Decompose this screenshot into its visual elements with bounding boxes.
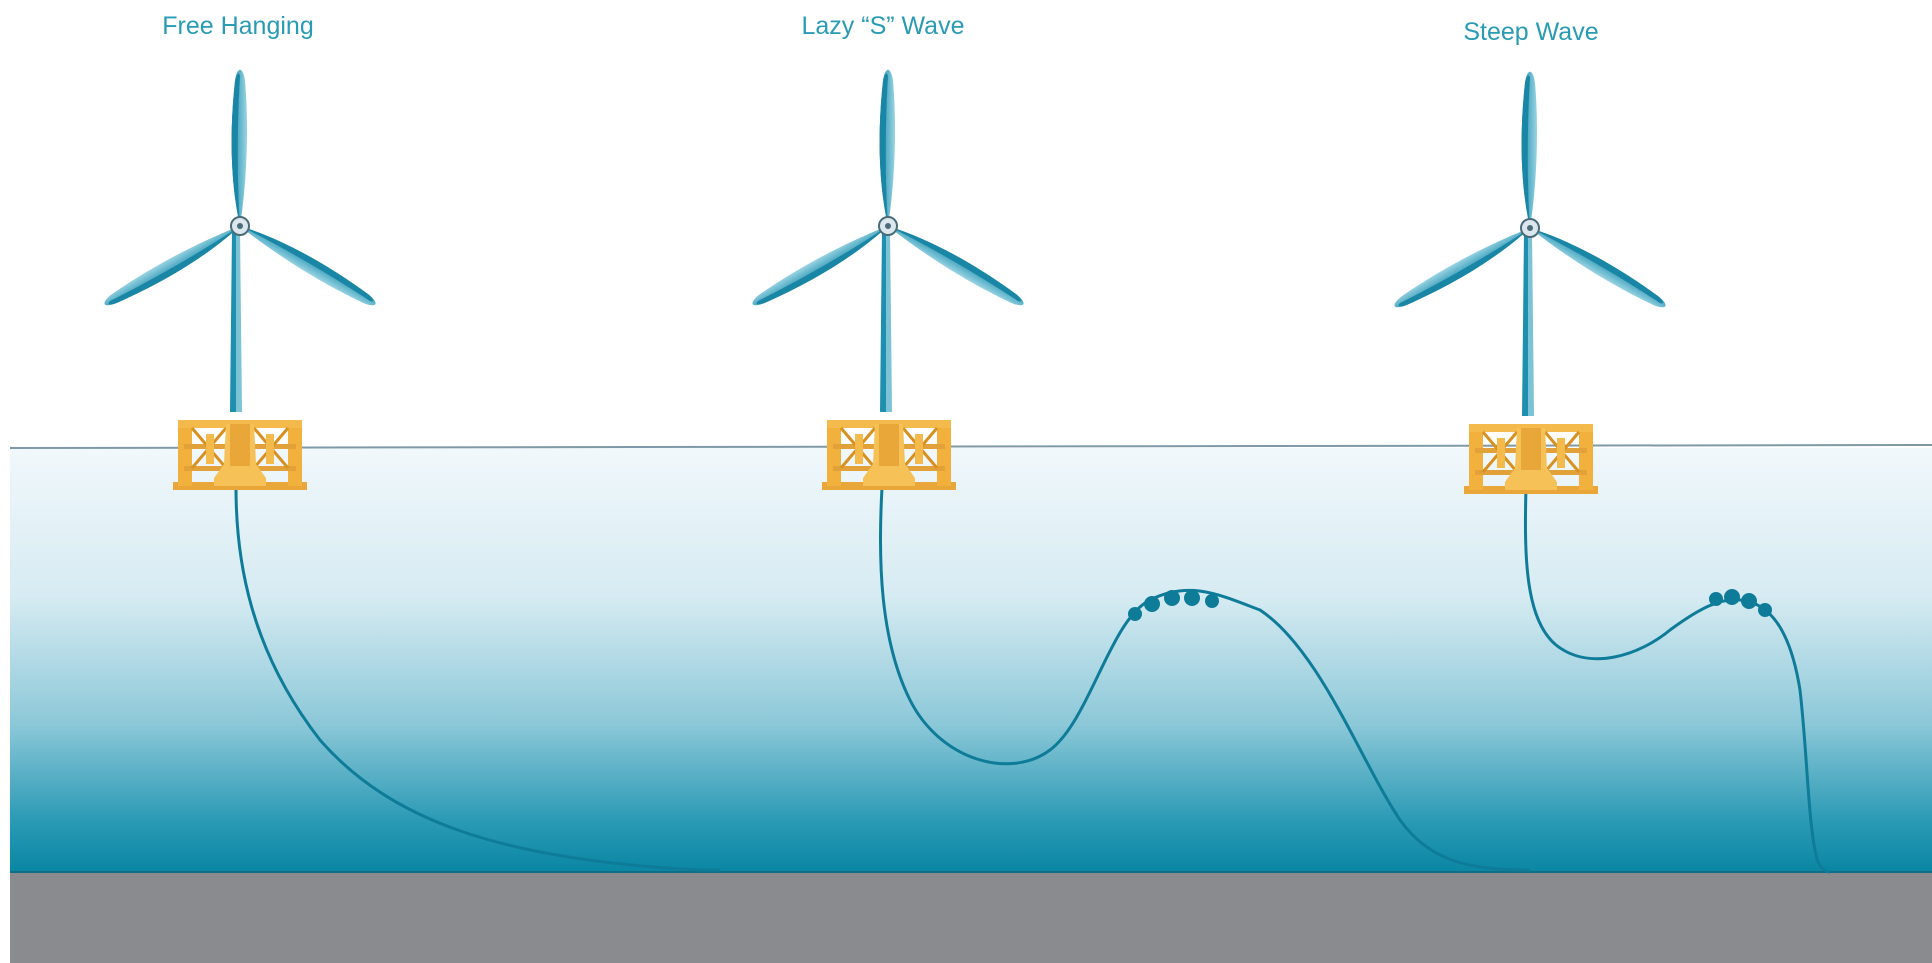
wind-turbine-icon	[1391, 71, 1670, 416]
buoyancy-module-icon	[1164, 590, 1180, 606]
buoyancy-module-icon	[1184, 590, 1200, 606]
water-body	[10, 448, 1932, 872]
buoyancy-module-icon	[1205, 594, 1219, 608]
label-steep-wave: Steep Wave	[1463, 18, 1598, 46]
free-hanging-cable	[234, 487, 720, 872]
buoyancy-module-icon	[1758, 603, 1772, 617]
wind-turbine-icon	[749, 69, 1028, 412]
buoyancy-module-icon	[1144, 596, 1160, 612]
steep-wave-cable	[1523, 487, 1831, 874]
buoyancy-module-icon	[1128, 607, 1142, 621]
lazy-s-buoyancy-modules	[1128, 590, 1219, 621]
wind-turbine-icon	[101, 69, 380, 412]
buoyancy-module-icon	[1709, 592, 1723, 606]
buoyancy-module-icon	[1741, 593, 1757, 609]
seabed	[10, 872, 1932, 963]
buoyancy-module-icon	[1724, 589, 1740, 605]
label-free-hanging: Free Hanging	[162, 12, 313, 40]
steep-wave-buoyancy-modules	[1709, 589, 1772, 617]
waterline	[9, 444, 1932, 449]
label-lazy-s-wave: Lazy “S” Wave	[801, 12, 964, 40]
